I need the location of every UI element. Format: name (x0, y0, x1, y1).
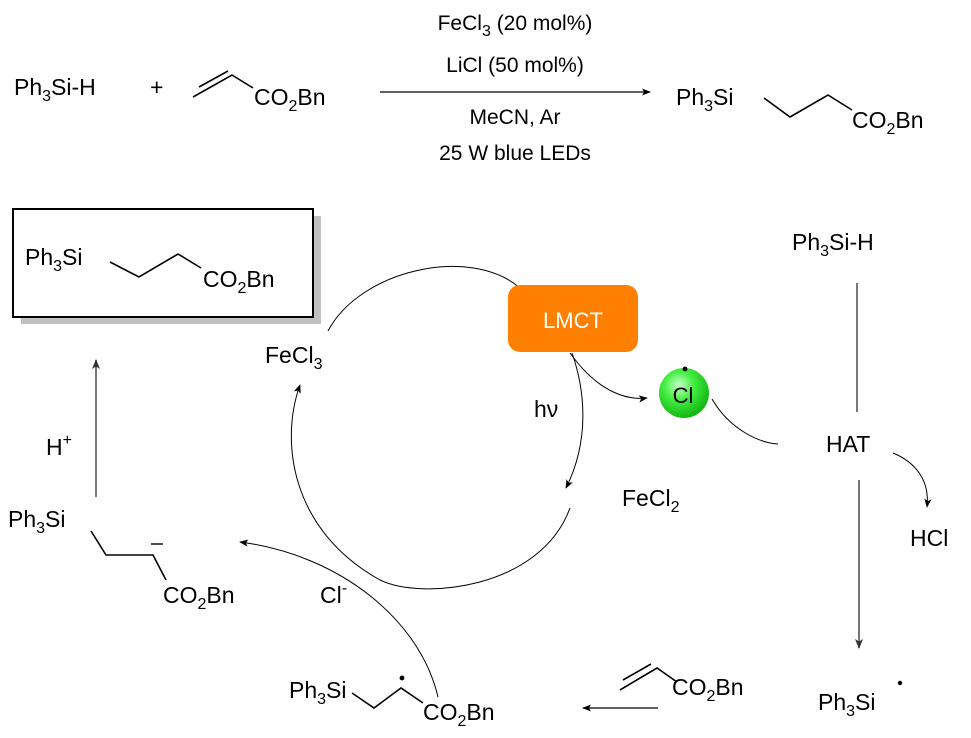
svg-text:Ph3Si: Ph3Si (8, 506, 66, 537)
radical-adduct: Ph3Si CO2Bn (289, 675, 495, 730)
fecl2-label: FeCl2 (622, 485, 680, 516)
hat-label: HAT (826, 431, 870, 457)
svg-text:Ph3Si: Ph3Si (818, 689, 876, 720)
fecl3-label: FeCl3 (265, 342, 323, 373)
svg-text:Ph3Si: Ph3Si (289, 677, 347, 708)
chloride-label: Cl- (320, 580, 347, 608)
hv-label: hν (534, 396, 558, 422)
chlorine-radical: Cl (659, 366, 709, 418)
svg-text:CO2Bn: CO2Bn (852, 107, 924, 138)
lmct-badge: LMCT (508, 285, 638, 352)
cycle-arc-top (327, 266, 521, 332)
hat-to-hcl-arrow (892, 452, 932, 508)
product-top: Ph3Si CO2Bn (676, 84, 924, 138)
silyl-radical: Ph3Si (818, 680, 903, 720)
light-condition: 25 W blue LEDs (439, 142, 591, 165)
svg-text:Ph3Si: Ph3Si (676, 84, 734, 115)
silane-label: Ph3Si-H (792, 229, 874, 260)
box-frame (12, 208, 314, 318)
additive-licl-condition: LiCl (50 mol%) (446, 54, 584, 77)
radical-dot (897, 680, 903, 686)
top-reaction: Ph3Si-H + CO2Bn FeCl3 (20 mol%) LiCl (50… (14, 12, 924, 165)
radical-dot (399, 675, 405, 681)
radical-dot (682, 366, 688, 372)
svg-text:CO2Bn: CO2Bn (672, 674, 744, 705)
plus-sign: + (150, 74, 163, 100)
lmct-label: LMCT (543, 308, 603, 333)
svg-text:Ph3Si: Ph3Si (25, 244, 83, 275)
reactant-benzyl-acrylate: CO2Bn (192, 70, 326, 115)
lmct-box (508, 285, 638, 352)
acrylate-reagent: CO2Bn (619, 663, 744, 705)
svg-text:CO2Bn: CO2Bn (203, 266, 275, 297)
carbanion-intermediate: Ph3Si CO2Bn (8, 506, 235, 613)
reactant-triphenylsilane: Ph3Si-H (14, 74, 96, 105)
chlorine-sphere (659, 368, 709, 418)
proton-label: H+ (46, 432, 72, 460)
alkene-bond (192, 74, 254, 98)
svg-text:CO2Bn: CO2Bn (254, 84, 326, 115)
hv-arc (565, 352, 584, 489)
cl-to-hat-line (711, 398, 779, 445)
svg-text:CO2Bn: CO2Bn (423, 699, 495, 730)
solvent-condition: MeCN, Ar (469, 106, 560, 129)
chlorine-label: Cl (673, 383, 694, 408)
alkene-double-bond (198, 70, 229, 88)
boxed-product: Ph3Si CO2Bn (12, 208, 321, 324)
cycle-arc-left (290, 384, 571, 590)
hcl-label: HCl (910, 525, 948, 551)
catalyst-fecl3-condition: FeCl3 (20 mol%) (438, 12, 593, 40)
chloride-return-arrow (239, 539, 439, 698)
lmct-to-cl-arrow (569, 352, 648, 403)
svg-text:CO2Bn: CO2Bn (163, 582, 235, 613)
